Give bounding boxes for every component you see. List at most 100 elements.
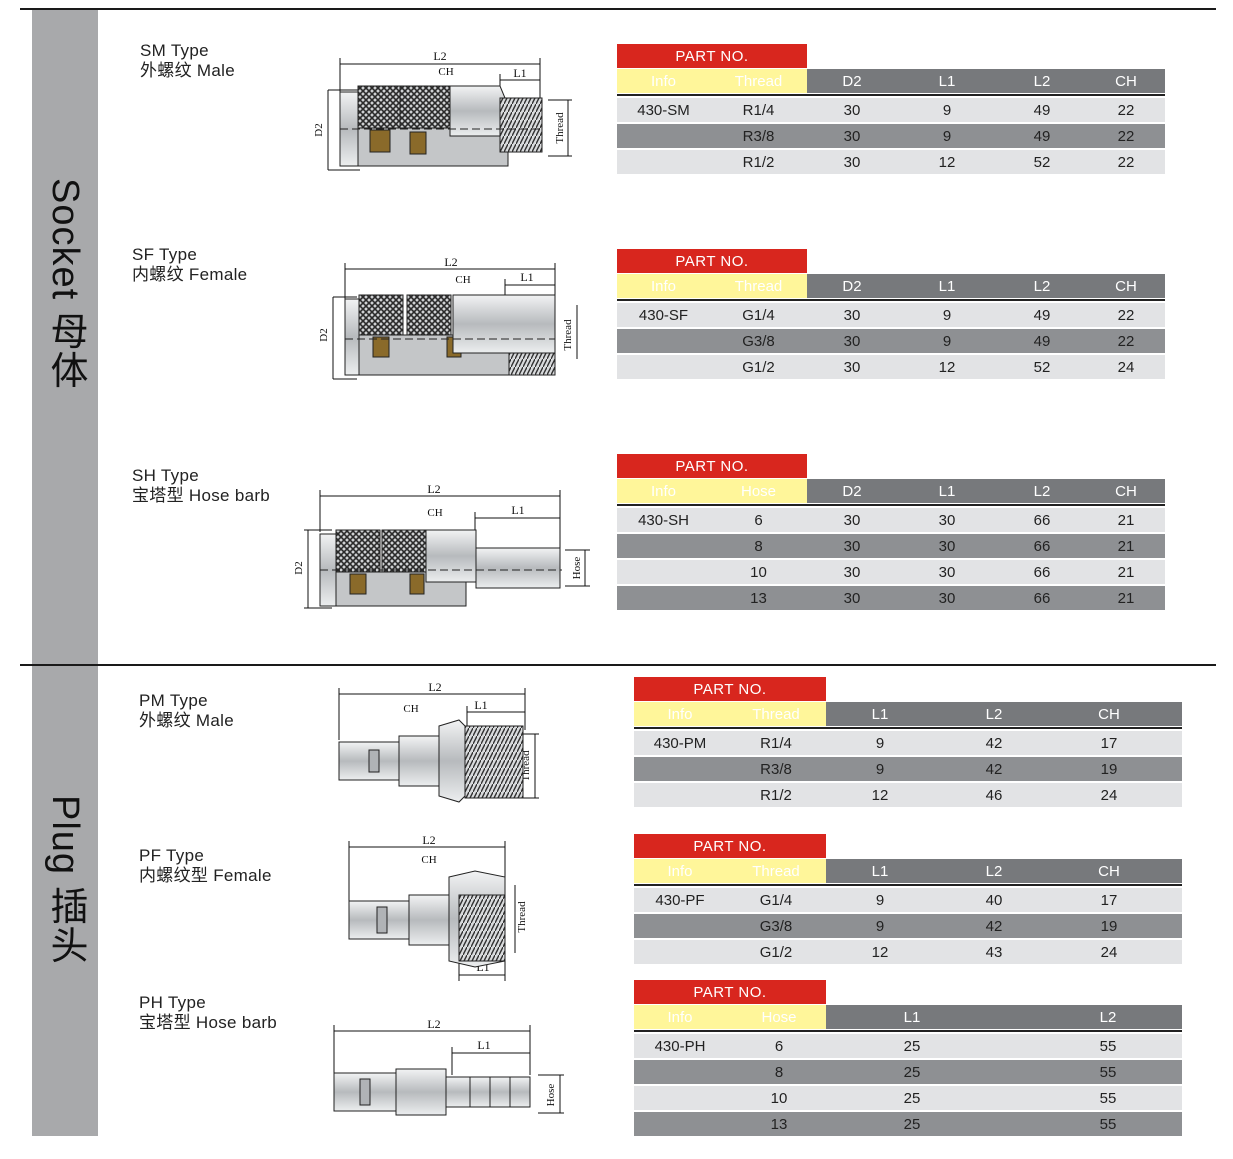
table-cell: 25 [903,1064,921,1081]
type-name: SH Type [132,466,199,485]
table-cell: 9 [942,102,952,119]
l2-label: L2 [428,680,441,694]
table-cell: 9 [942,333,952,350]
ch-label: CH [427,507,442,519]
table-cell: 42 [985,761,1003,778]
plug-band [32,666,98,1136]
d2-label: D2 [313,123,325,136]
l2-label: L2 [422,835,435,847]
table-cell: 66 [1033,564,1051,581]
table-cell: 9 [942,307,952,324]
table-cell: 52 [1033,359,1051,376]
l1-label: L1 [520,270,533,284]
part-no-header: PART NO. [634,677,826,701]
column-header: L1 [871,706,889,723]
type-desc: 外螺纹 Male [140,61,235,80]
thread-label: Thread [554,112,566,144]
type-desc: 外螺纹 Male [139,711,234,730]
pf-drawing: L2 CH L1 Thread [348,835,528,981]
type-desc: 宝塔型 Hose barb [132,486,271,505]
hose-label: Hose [571,557,583,580]
d2-label: D2 [318,328,330,341]
table-cell: 24 [1100,787,1118,804]
table-cell: 9 [875,892,885,909]
l2-label: L2 [427,482,440,496]
part-no-header: PART NO. [617,44,807,68]
type-name: SF Type [132,245,198,264]
table-cell: 430-PM [653,735,707,752]
table-cell: 25 [903,1116,921,1133]
table-cell: 43 [985,944,1003,961]
table-cell: 30 [843,102,861,119]
info-header-bg [634,702,826,726]
table-cell: 55 [1099,1090,1117,1107]
top-rule [20,8,1216,10]
table-cell: 430-SH [638,512,689,529]
table-cell: 25 [903,1038,921,1055]
table-cell: R1/4 [742,102,775,119]
d2-label: D2 [293,561,305,574]
table-cell: R1/4 [760,735,792,752]
column-header: L1 [903,1009,921,1026]
table-cell: 30 [843,307,861,324]
l2-label: L2 [427,1017,440,1031]
table-cell: 66 [1033,590,1051,607]
plug-section-label: Plug 插头 [44,795,86,965]
table-cell: 30 [843,333,861,350]
hose-label: Hose [545,1084,557,1107]
table-cell: 12 [938,359,956,376]
column-header: L1 [938,278,956,295]
table-cell: 55 [1099,1064,1117,1081]
table-cell: 430-PH [654,1038,706,1055]
table-cell: 9 [875,735,885,752]
table-cell: 30 [843,564,861,581]
table-cell: 12 [871,787,889,804]
table-cell: R3/8 [742,128,775,145]
table-cell: 9 [875,918,885,935]
thread-label: Thread [516,901,528,933]
info-header-bg [617,69,807,93]
column-header: Thread [752,863,800,880]
table-cell: 22 [1117,102,1135,119]
column-header: CH [1115,73,1137,90]
table-cell: 22 [1117,128,1135,145]
table-cell: 13 [770,1116,788,1133]
ch-label: CH [455,274,470,286]
table-cell: 30 [843,538,861,555]
table-cell: 30 [843,512,861,529]
table-cell: 430-SF [638,307,689,324]
table-cell: 30 [938,512,956,529]
table-cell: 30 [938,564,956,581]
column-header: CH [1115,278,1137,295]
type-desc: 宝塔型 Hose barb [139,1013,278,1032]
column-header: Thread [752,706,800,723]
column-header: L1 [938,483,956,500]
table-cell: 49 [1033,128,1051,145]
column-header: L2 [1033,73,1051,90]
l1-label: L1 [511,503,524,517]
header-underline [617,504,1165,506]
table-cell: R3/8 [760,761,792,778]
column-header: D2 [842,73,862,90]
column-header: Hose [761,1009,797,1026]
table-cell: 9 [875,761,885,778]
type-name: SM Type [140,41,209,60]
